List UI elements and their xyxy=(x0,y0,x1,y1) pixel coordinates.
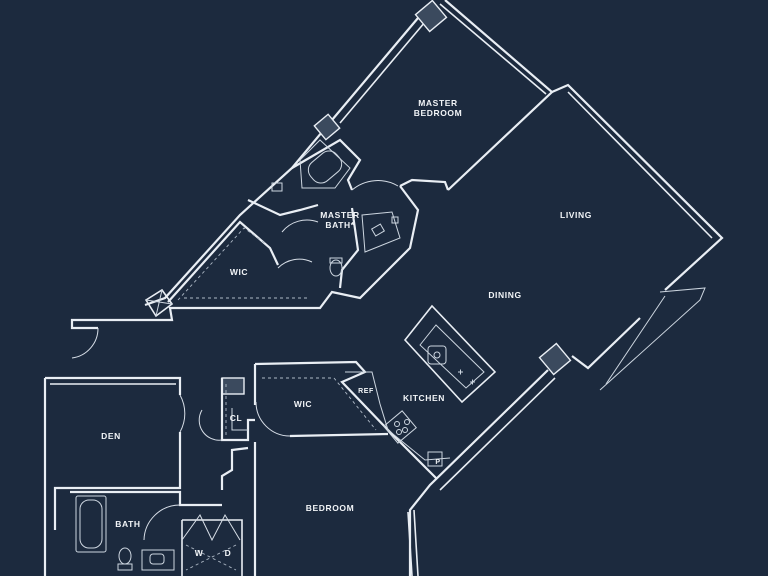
columns xyxy=(144,0,572,395)
label-kitchen: KITCHEN xyxy=(403,393,445,403)
kitchen-island xyxy=(403,304,497,404)
label-dryer: D xyxy=(225,548,232,558)
label-bath: BATH xyxy=(115,519,140,529)
label-master-bath-2: BATH* xyxy=(325,220,354,230)
label-wic-master: WIC xyxy=(230,267,248,277)
label-master-bedroom-1: MASTER xyxy=(418,98,458,108)
label-bedroom: BEDROOM xyxy=(306,503,355,513)
room-labels: MASTER BEDROOM MASTER BATH* LIVING DININ… xyxy=(101,98,592,558)
label-washer: W xyxy=(195,548,204,558)
lower-walls xyxy=(43,364,419,576)
master-suite-walls xyxy=(70,138,450,359)
label-den: DEN xyxy=(101,431,121,441)
label-master-bedroom-2: BEDROOM xyxy=(414,108,463,118)
label-dining: DINING xyxy=(488,290,521,300)
label-master-bath-1: MASTER xyxy=(320,210,360,220)
label-living: LIVING xyxy=(560,210,592,220)
label-pantry: P xyxy=(435,459,440,466)
label-wic-bedroom: WIC xyxy=(294,399,312,409)
label-closet: CL xyxy=(230,413,243,423)
kitchen-counter xyxy=(254,360,451,479)
exterior-walls xyxy=(144,0,724,576)
label-refrigerator: REF xyxy=(358,388,374,395)
